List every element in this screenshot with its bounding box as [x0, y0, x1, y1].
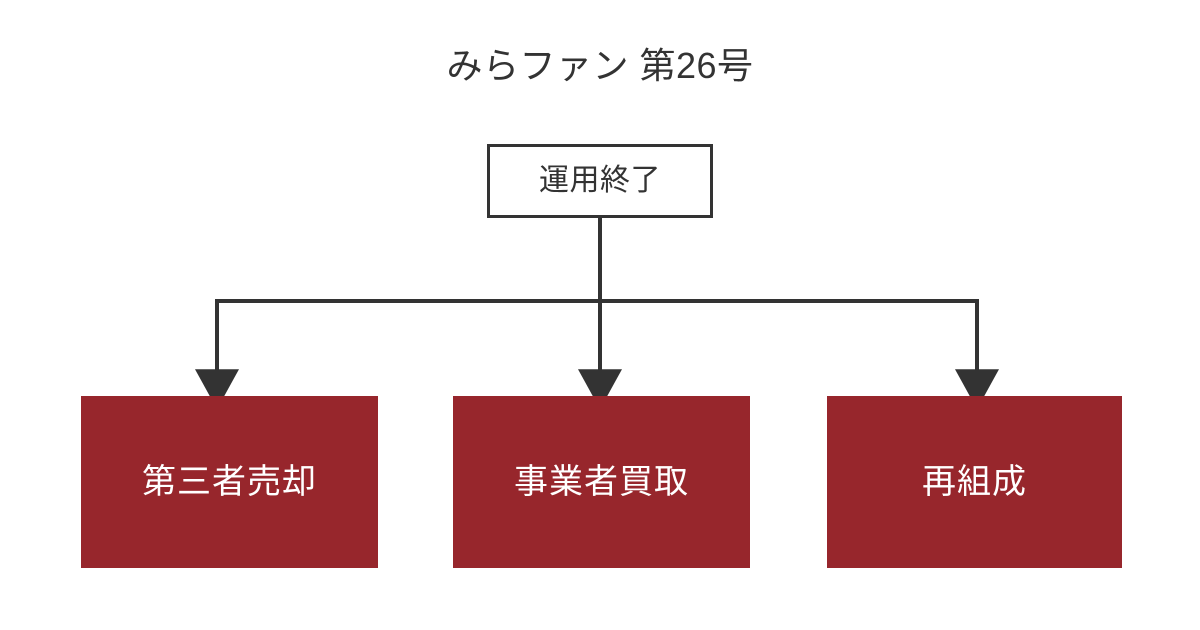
- node-outcome-label: 事業者買取: [514, 463, 689, 501]
- node-outcome-operator-buyback: 事業者買取: [453, 396, 750, 568]
- node-outcome-label: 再組成: [922, 463, 1027, 501]
- node-outcome-third-party-sale: 第三者売却: [81, 396, 378, 568]
- node-outcome-restructuring: 再組成: [827, 396, 1122, 568]
- page-title: みらファン 第26号: [446, 45, 754, 86]
- node-root: 運用終了: [487, 144, 713, 218]
- node-root-label: 運用終了: [539, 164, 661, 197]
- node-outcome-label: 第三者売却: [142, 463, 317, 501]
